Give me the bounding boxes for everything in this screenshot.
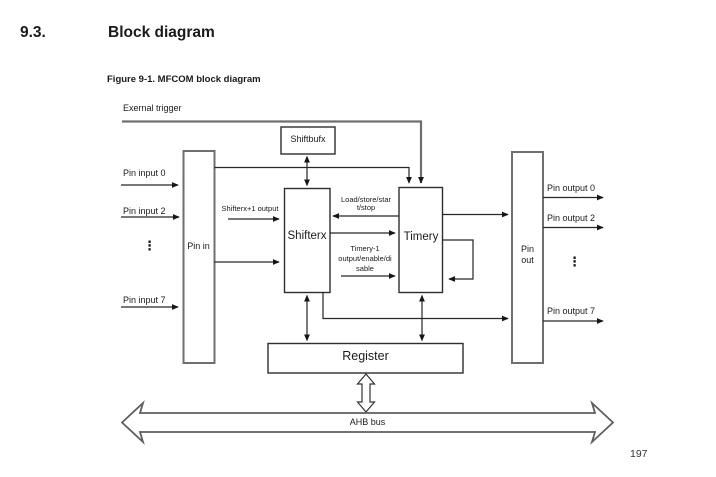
timery-loop bbox=[442, 239, 474, 282]
section-title: Block diagram bbox=[108, 24, 215, 41]
register-label: Register bbox=[342, 349, 389, 363]
pin-in-label: Pin in bbox=[187, 241, 210, 251]
pin-out-label: Pin out bbox=[520, 244, 534, 265]
shifterx-box bbox=[283, 187, 331, 294]
page-number: 197 bbox=[630, 448, 648, 460]
pin-input-0-label: Pin input 0 bbox=[123, 168, 166, 178]
timery-box bbox=[398, 186, 444, 294]
shiftbufx-box bbox=[280, 126, 336, 155]
shiftbufx-label: Shiftbufx bbox=[290, 134, 326, 144]
ahb-bus-arrow bbox=[120, 400, 615, 445]
load-store-label: Load/store/star t/stop bbox=[340, 194, 392, 212]
pin-output-2-label: Pin output 2 bbox=[547, 213, 596, 223]
register-box bbox=[267, 342, 464, 374]
ellipsis-right: ⋮ bbox=[568, 255, 581, 270]
pin-in-box bbox=[182, 150, 216, 364]
ellipsis-left: ⋮ bbox=[143, 239, 156, 254]
section-number: 9.3. bbox=[20, 24, 46, 41]
figure-caption: Figure 9-1. MFCOM block diagram bbox=[107, 74, 261, 85]
register-bus-arrow bbox=[356, 373, 376, 413]
timery-minus1-label: Timery-1 output/enable/di sable bbox=[338, 244, 392, 273]
shifterx-plus1-label: Shifterx+1 output bbox=[221, 203, 279, 213]
shifterx-label: Shifterx bbox=[287, 230, 327, 242]
pin-input-7-label: Pin input 7 bbox=[123, 295, 166, 305]
pin-output-7-label: Pin output 7 bbox=[547, 306, 596, 316]
external-trigger-line bbox=[122, 120, 424, 184]
timery-label: Timery bbox=[403, 231, 439, 243]
external-trigger-label: Exernal trigger bbox=[123, 103, 182, 113]
ahb-bus-label: AHB bus bbox=[349, 416, 386, 427]
pin-output-0-label: Pin output 0 bbox=[547, 183, 596, 193]
pin-out-box bbox=[511, 151, 544, 364]
pin-input-2-label: Pin input 2 bbox=[123, 206, 166, 216]
connection-lines bbox=[121, 155, 604, 342]
shifterx-to-pinout-line bbox=[322, 292, 509, 322]
pinin-to-timery-line bbox=[214, 166, 412, 184]
